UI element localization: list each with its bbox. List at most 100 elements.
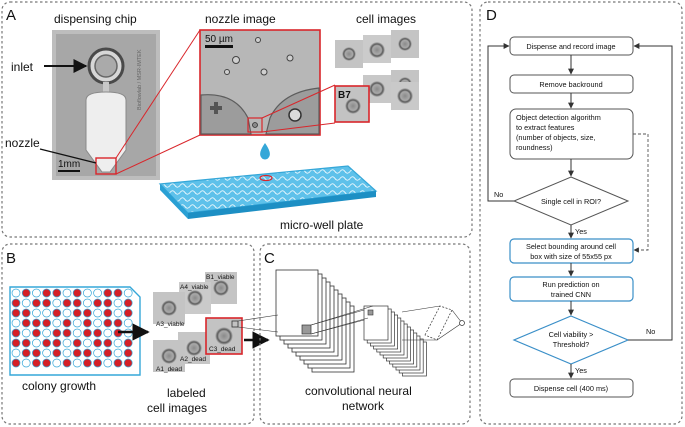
well bbox=[62, 358, 72, 368]
well bbox=[93, 328, 102, 338]
dense-layer bbox=[424, 305, 453, 341]
well bbox=[72, 348, 82, 358]
well bbox=[123, 318, 133, 328]
flow-step-text: trained CNN bbox=[551, 290, 591, 299]
well bbox=[21, 328, 31, 338]
well bbox=[72, 288, 82, 298]
well bbox=[32, 298, 41, 308]
well bbox=[93, 348, 102, 358]
well bbox=[32, 288, 41, 298]
well bbox=[103, 338, 113, 348]
well bbox=[32, 318, 41, 328]
well bbox=[52, 328, 62, 338]
well bbox=[32, 338, 41, 348]
well bbox=[123, 288, 133, 298]
flow-no-loop-1 bbox=[487, 43, 514, 202]
well bbox=[123, 308, 133, 318]
well bbox=[103, 358, 113, 368]
flow-step-text: Dispense and record image bbox=[526, 42, 615, 51]
flow-step-text: Run prediction on bbox=[542, 280, 599, 289]
well bbox=[42, 288, 51, 298]
tile-label: C3_dead bbox=[209, 346, 236, 353]
cnn-label-line2: network bbox=[342, 399, 385, 413]
colony-growth-label: colony growth bbox=[22, 379, 96, 393]
micro-well-plate-label: micro-well plate bbox=[280, 218, 364, 232]
well bbox=[32, 328, 41, 338]
well bbox=[113, 288, 123, 298]
panel-a-letter: A bbox=[6, 7, 16, 24]
well bbox=[123, 348, 133, 358]
nozzle-micrograph bbox=[199, 29, 321, 136]
well bbox=[62, 308, 72, 318]
well bbox=[123, 358, 133, 368]
well bbox=[21, 308, 31, 318]
target-well-marker bbox=[259, 174, 273, 182]
well bbox=[21, 288, 31, 298]
tile-label: A1_dead bbox=[156, 366, 182, 373]
zoom-line bbox=[115, 29, 201, 159]
well bbox=[32, 308, 41, 318]
tile-label: B1_viable bbox=[206, 274, 235, 281]
nozzle-label: nozzle bbox=[5, 136, 40, 150]
dispensing-chip-title: dispensing chip bbox=[54, 12, 137, 26]
micro-well-plate bbox=[158, 165, 378, 219]
well bbox=[103, 318, 113, 328]
well bbox=[113, 338, 123, 348]
cell-tile-highlighted bbox=[334, 85, 370, 123]
well bbox=[62, 338, 72, 348]
flow-step-text: (number of objects, size, bbox=[516, 133, 596, 142]
flow-step-text: Object detection algorithm bbox=[516, 113, 601, 122]
flow-no-label: No bbox=[646, 327, 655, 336]
scale-1mm-label: 1mm bbox=[58, 159, 80, 170]
well bbox=[83, 318, 92, 328]
connection-line bbox=[237, 314, 279, 322]
flowchart: Dispense and record image Remove backrou… bbox=[487, 36, 673, 398]
well bbox=[11, 318, 21, 328]
well bbox=[72, 308, 82, 318]
well bbox=[93, 318, 102, 328]
well bbox=[42, 348, 51, 358]
panel-d-letter: D bbox=[486, 7, 497, 24]
colony-well-plate bbox=[9, 286, 141, 376]
well bbox=[62, 318, 72, 328]
well bbox=[11, 288, 21, 298]
tile-label: A4_viable bbox=[180, 284, 209, 291]
well bbox=[83, 358, 92, 368]
cell-highlight-box bbox=[247, 117, 263, 133]
well bbox=[42, 298, 51, 308]
well bbox=[83, 288, 92, 298]
well bbox=[11, 358, 21, 368]
well bbox=[11, 338, 21, 348]
well bbox=[93, 298, 102, 308]
nozzle-highlight-box bbox=[95, 157, 117, 175]
well bbox=[103, 348, 113, 358]
well bbox=[72, 338, 82, 348]
connection-line bbox=[436, 322, 463, 341]
well bbox=[62, 348, 72, 358]
flow-step-text: box with size of 55x55 px bbox=[530, 252, 612, 261]
conv-kernel bbox=[367, 309, 374, 316]
panel-c-letter: C bbox=[264, 250, 275, 267]
well bbox=[32, 358, 41, 368]
labeled-cell-tiles bbox=[153, 272, 243, 372]
well bbox=[123, 338, 133, 348]
flow-step-dispense-cell bbox=[509, 378, 634, 398]
flow-step-text: Remove backround bbox=[539, 80, 602, 89]
well bbox=[62, 288, 72, 298]
cnn-diagram bbox=[237, 269, 465, 377]
flow-yes-label: Yes bbox=[575, 227, 587, 236]
well bbox=[52, 308, 62, 318]
well bbox=[83, 298, 92, 308]
well bbox=[83, 338, 92, 348]
tile-label: A3_viable bbox=[156, 321, 185, 328]
well bbox=[42, 328, 51, 338]
well bbox=[42, 318, 51, 328]
panel-a-frame bbox=[1, 1, 473, 238]
flow-yes-label: Yes bbox=[575, 366, 587, 375]
well bbox=[113, 308, 123, 318]
flow-no-label: No bbox=[494, 190, 503, 199]
flow-no-loop-2 bbox=[628, 43, 673, 341]
well bbox=[72, 298, 82, 308]
flow-step-text: to extract features bbox=[516, 123, 575, 132]
